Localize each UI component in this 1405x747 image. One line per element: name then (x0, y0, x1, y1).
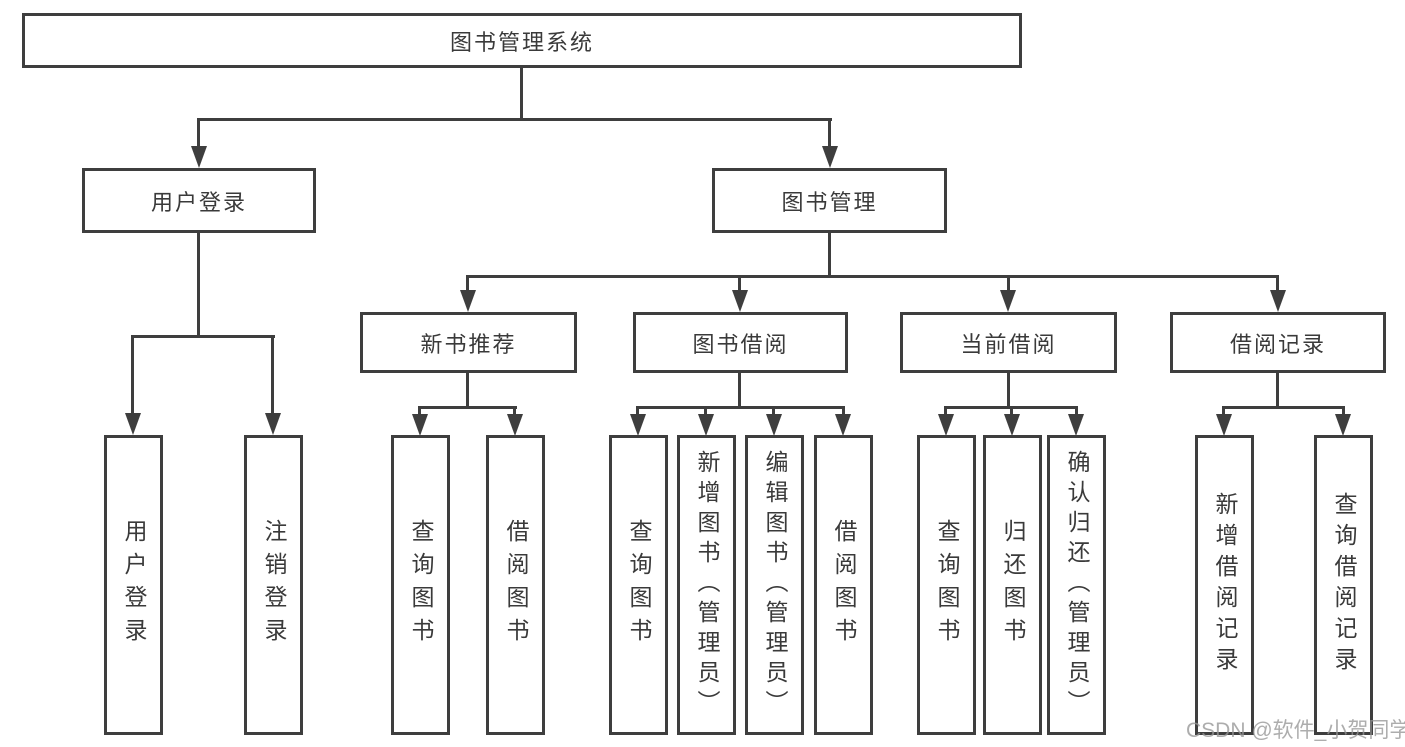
arrow-down-icon (732, 290, 748, 312)
connector-line (1007, 275, 1010, 290)
leaf-add-borrow-record: 新增借阅记录 (1195, 435, 1254, 735)
leaf-borrow-books-recommend: 借阅图书 (486, 435, 545, 735)
arrow-down-icon (698, 414, 714, 436)
arrow-down-icon (1270, 290, 1286, 312)
node-new-book-recommendation: 新书推荐 (360, 312, 577, 373)
connector-line (520, 68, 523, 118)
connector-line (1010, 406, 1013, 414)
node-user-login: 用户登录 (82, 168, 316, 233)
connector-line (1276, 275, 1279, 290)
connector-line (131, 335, 275, 338)
leaf-query-books-recommend: 查询图书 (391, 435, 450, 735)
leaf-add-book-admin: 新增图书（管理员） (677, 435, 736, 735)
arrow-down-icon (822, 146, 838, 168)
connector-line (131, 335, 134, 413)
connector-line (197, 118, 832, 121)
leaf-query-books-borrowing: 查询图书 (609, 435, 668, 735)
connector-line (1222, 406, 1345, 409)
arrow-down-icon (412, 414, 428, 436)
connector-line (636, 406, 639, 414)
arrow-down-icon (507, 414, 523, 436)
connector-line (466, 275, 469, 290)
leaf-borrow-books-borrowing: 借阅图书 (814, 435, 873, 735)
connector-line (197, 233, 200, 335)
node-borrowing-records: 借阅记录 (1170, 312, 1386, 373)
connector-line (828, 233, 831, 275)
leaf-query-borrow-record: 查询借阅记录 (1314, 435, 1373, 735)
arrow-down-icon (1068, 414, 1084, 436)
connector-line (271, 335, 274, 413)
arrow-down-icon (938, 414, 954, 436)
leaf-return-books: 归还图书 (983, 435, 1042, 735)
connector-line (1222, 406, 1225, 414)
connector-line (418, 406, 517, 409)
watermark-text: CSDN @软件_小贺同学 (1186, 719, 1405, 742)
connector-line (466, 275, 1279, 278)
connector-line (944, 406, 947, 414)
arrow-down-icon (630, 414, 646, 436)
arrow-down-icon (835, 414, 851, 436)
connector-line (418, 406, 421, 414)
leaf-confirm-return-admin: 确认归还（管理员） (1047, 435, 1106, 735)
connector-line (466, 373, 469, 406)
leaf-logout: 注销登录 (244, 435, 303, 735)
connector-line (738, 275, 741, 290)
node-current-borrowing: 当前借阅 (900, 312, 1117, 373)
arrow-down-icon (191, 146, 207, 168)
arrow-down-icon (125, 413, 141, 435)
arrow-down-icon (1000, 290, 1016, 312)
connector-line (1342, 406, 1345, 414)
arrow-down-icon (265, 413, 281, 435)
node-library-system: 图书管理系统 (22, 13, 1022, 68)
connector-line (828, 118, 831, 146)
arrow-down-icon (460, 290, 476, 312)
node-book-management: 图书管理 (712, 168, 947, 233)
leaf-query-books-current: 查询图书 (917, 435, 976, 735)
connector-line (1007, 373, 1010, 406)
connector-line (513, 406, 516, 414)
connector-line (704, 406, 707, 414)
arrow-down-icon (1004, 414, 1020, 436)
connector-line (1075, 406, 1078, 414)
connector-line (1276, 373, 1279, 406)
connector-line (738, 373, 741, 406)
leaf-user-login: 用户登录 (104, 435, 163, 735)
arrow-down-icon (1335, 414, 1351, 436)
leaf-edit-book-admin: 编辑图书（管理员） (745, 435, 804, 735)
connector-line (842, 406, 845, 414)
node-book-borrowing: 图书借阅 (633, 312, 848, 373)
connector-line (772, 406, 775, 414)
connector-line (636, 406, 845, 409)
arrow-down-icon (1216, 414, 1232, 436)
connector-line (197, 118, 200, 146)
arrow-down-icon (766, 414, 782, 436)
